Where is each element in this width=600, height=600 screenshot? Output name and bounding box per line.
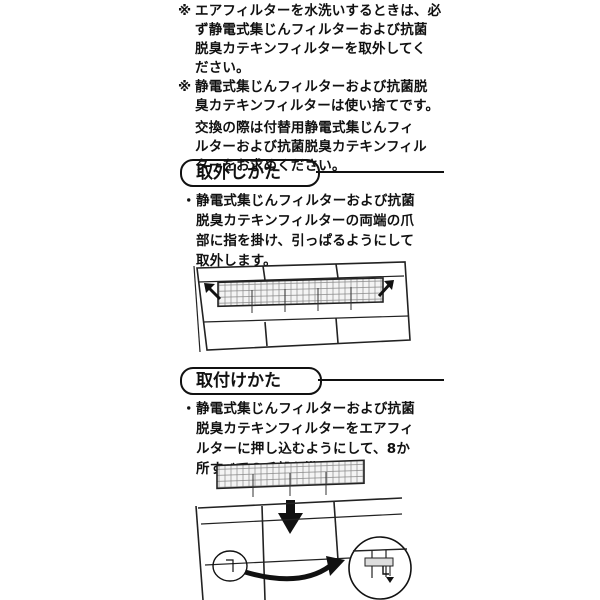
note1-line-2: ず静電式集じんフィルターおよび抗菌 [195,22,428,38]
note3-line-2: ルターおよび抗菌脱臭カテキンフィル [195,139,427,155]
install-heading-rule [318,379,444,381]
catechin-filter-strip [217,277,384,313]
claw-detail-circle-icon [212,550,248,582]
removal-heading: 取外しかた [180,159,320,187]
note3-line-1: 交換の際は付替用静電式集じんフィ [195,120,414,136]
air-filter-frame [193,261,411,353]
removal-line-2: 脱臭カテキンフィルターの両端の爪 [196,213,415,229]
note2-mark: ※ [178,79,192,95]
install-heading: 取付けかた [180,367,322,395]
install-line-3: ルターに押し込むようにして、8か [196,441,411,457]
note1-line-1: エアフィルターを水洗いするときは、必 [195,3,442,19]
note1-line-4: ださい。 [195,60,250,76]
removal-line-3: 部に指を掛け、引っぱるようにして [196,233,415,249]
install-line-1: 静電式集じんフィルターおよび抗菌 [196,401,415,417]
install-line-2: 脱臭カテキンフィルターをエアフィ [196,421,414,437]
pull-arrow-left-icon [204,283,222,301]
note1-mark: ※ [178,3,192,19]
note2-line-1: 静電式集じんフィルターおよび抗菌脱 [195,79,428,95]
pull-arrow-right-icon [377,280,394,298]
install-frame [195,497,403,600]
note2-line-2: 臭カテキンフィルターは使い捨てです。 [195,98,440,114]
removal-line-4: 取外します。 [196,253,277,269]
install-bullet: ・ [182,401,196,417]
curved-arrow-icon [244,556,345,582]
push-down-arrow-icon [278,500,303,534]
magnified-claw-detail [348,536,412,600]
note1-line-3: 脱臭カテキンフィルターを取外してく [195,41,427,57]
install-line-4: 所すべての爪部を掛けます。 [196,461,372,477]
removal-bullet: ・ [182,193,196,209]
removal-line-1: 静電式集じんフィルターおよび抗菌 [196,193,415,209]
removal-heading-rule [316,171,444,173]
